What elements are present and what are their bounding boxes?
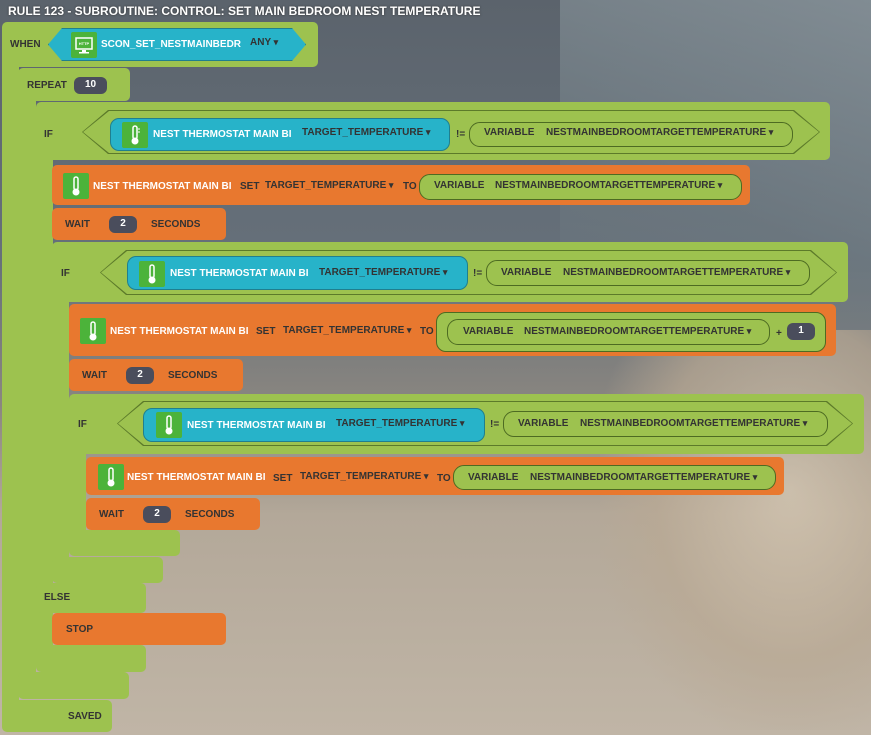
if-block-2-end	[52, 557, 163, 583]
variable-label: VARIABLE	[518, 418, 569, 429]
wait-block-2[interactable]	[69, 359, 243, 391]
http-monitor-icon: HTTP	[71, 32, 97, 58]
trigger-option-dropdown[interactable]: ANY	[250, 37, 278, 48]
wait-value-input[interactable]: 2	[109, 216, 137, 233]
variable-dropdown[interactable]: NESTMAINBEDROOMTARGETTEMPERATURE	[530, 472, 757, 483]
wait-value-input[interactable]: 2	[126, 367, 154, 384]
if-block-2-body	[52, 295, 69, 565]
wait-unit: SECONDS	[151, 219, 201, 230]
background-sand	[600, 330, 871, 730]
device-name: NEST THERMOSTAT MAIN BI	[187, 420, 326, 431]
wait-block-3[interactable]	[86, 498, 260, 530]
wait-unit: SECONDS	[185, 509, 235, 520]
if-block-3-end	[69, 530, 180, 556]
else-section	[36, 583, 146, 613]
rule-title: RULE 123 - SUBROUTINE: CONTROL: SET MAIN…	[8, 4, 481, 18]
variable-dropdown[interactable]: NESTMAINBEDROOMTARGETTEMPERATURE	[546, 127, 773, 138]
repeat-label: REPEAT	[27, 80, 67, 91]
repeat-block-body	[18, 95, 36, 685]
save-status: SAVED	[68, 711, 102, 722]
stop-label: STOP	[66, 624, 94, 635]
thermometer-icon	[98, 464, 124, 490]
thermometer-icon	[156, 412, 182, 438]
variable-label: VARIABLE	[501, 267, 552, 278]
add-value-input[interactable]: 1	[787, 323, 815, 340]
stop-block[interactable]	[52, 613, 226, 645]
if-label: IF	[44, 129, 53, 140]
property-dropdown[interactable]: TARGET_TEMPERATURE	[283, 325, 411, 336]
variable-label: VARIABLE	[484, 127, 535, 138]
device-name: NEST THERMOSTAT MAIN BI	[93, 181, 232, 192]
thermometer-icon	[63, 173, 89, 199]
property-dropdown[interactable]: TARGET_TEMPERATURE	[300, 471, 428, 482]
set-label: SET	[256, 326, 276, 337]
operator: !=	[473, 268, 483, 279]
if-label: IF	[78, 419, 87, 430]
thermometer-icon	[139, 261, 165, 287]
variable-dropdown[interactable]: NESTMAINBEDROOMTARGETTEMPERATURE	[524, 326, 751, 337]
when-block-body	[2, 60, 19, 710]
to-label: TO	[420, 326, 434, 337]
if-block-1-end	[36, 645, 146, 672]
set-label: SET	[240, 181, 260, 192]
device-name: NEST THERMOSTAT MAIN BI	[127, 472, 266, 483]
wait-unit: SECONDS	[168, 370, 218, 381]
device-name: NEST THERMOSTAT MAIN BI	[153, 129, 292, 140]
variable-label: VARIABLE	[463, 326, 514, 337]
svg-text:HTTP: HTTP	[79, 41, 90, 46]
wait-block-1[interactable]	[52, 208, 226, 240]
thermometer-icon	[80, 318, 106, 344]
repeat-block-end	[18, 672, 129, 699]
operator: !=	[456, 129, 466, 140]
operator: !=	[490, 419, 500, 430]
wait-value-input[interactable]: 2	[143, 506, 171, 523]
property-dropdown[interactable]: TARGET_TEMPERATURE	[319, 267, 447, 278]
property-dropdown[interactable]: TARGET_TEMPERATURE	[336, 418, 464, 429]
when-label: WHEN	[10, 39, 41, 50]
set-label: SET	[273, 473, 293, 484]
thermometer-icon	[122, 122, 148, 148]
wait-label: WAIT	[99, 509, 124, 520]
variable-label: VARIABLE	[434, 180, 485, 191]
variable-dropdown[interactable]: NESTMAINBEDROOMTARGETTEMPERATURE	[563, 267, 790, 278]
variable-label: VARIABLE	[468, 472, 519, 483]
if-block-1-body	[36, 150, 53, 655]
saved-block	[2, 700, 112, 732]
wait-label: WAIT	[82, 370, 107, 381]
plus-operator: +	[776, 328, 782, 339]
wait-label: WAIT	[65, 219, 90, 230]
repeat-count-input[interactable]: 10	[74, 77, 107, 94]
trigger-name: SCON_SET_NESTMAINBEDR	[101, 39, 242, 50]
device-name: NEST THERMOSTAT MAIN BI	[170, 268, 309, 279]
device-name: NEST THERMOSTAT MAIN BI	[110, 326, 249, 337]
to-label: TO	[437, 473, 451, 484]
if-block-3-body	[69, 448, 86, 543]
if-label: IF	[61, 268, 70, 279]
variable-dropdown[interactable]: NESTMAINBEDROOMTARGETTEMPERATURE	[495, 180, 722, 191]
else-label: ELSE	[44, 592, 71, 603]
property-dropdown[interactable]: TARGET_TEMPERATURE	[302, 127, 430, 138]
property-dropdown[interactable]: TARGET_TEMPERATURE	[265, 180, 393, 191]
to-label: TO	[403, 181, 417, 192]
variable-dropdown[interactable]: NESTMAINBEDROOMTARGETTEMPERATURE	[580, 418, 807, 429]
